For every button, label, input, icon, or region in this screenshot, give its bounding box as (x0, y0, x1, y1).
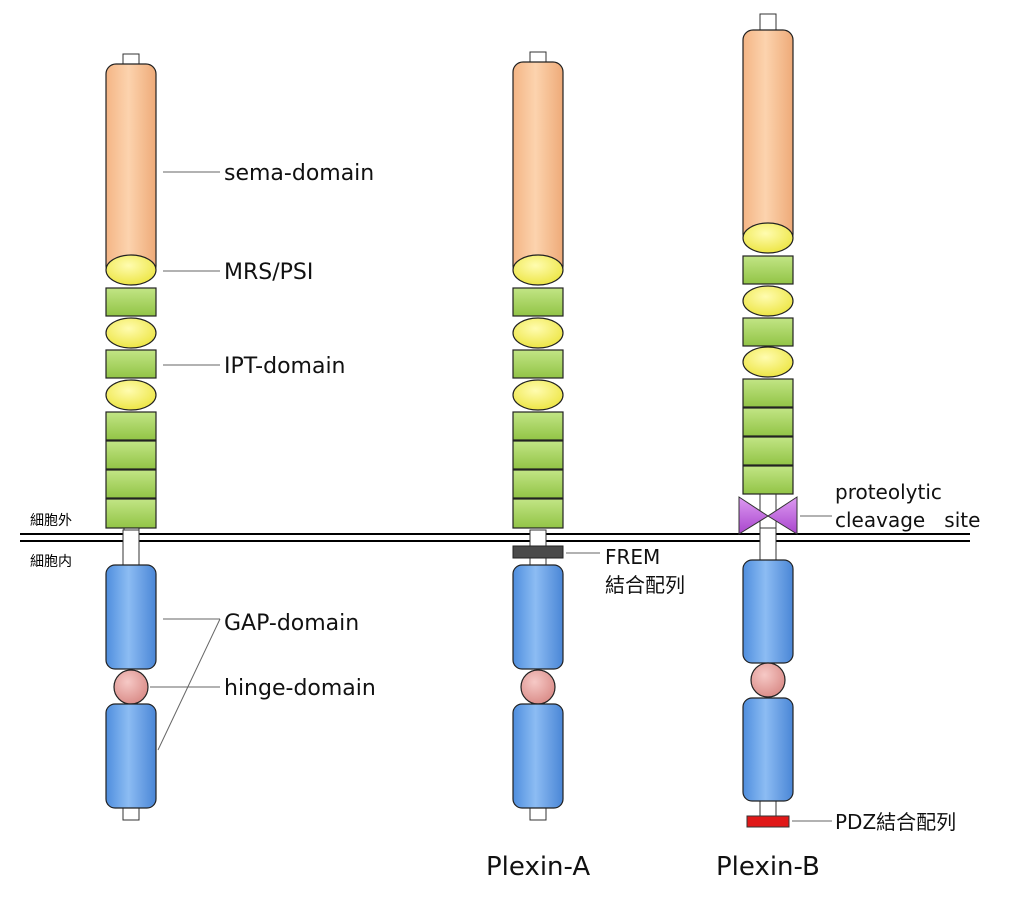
ipt-domain (512, 498, 564, 529)
ipt-domain (512, 349, 564, 379)
mrs-psi-domain (742, 222, 794, 254)
plexin-a-title: Plexin-A (486, 852, 590, 882)
generic-plexin (105, 53, 157, 821)
ipt-domain (105, 411, 157, 441)
ipt-domain (742, 407, 794, 437)
sema-domain (512, 61, 564, 277)
n-terminal-stub (759, 13, 777, 32)
hinge-domain (520, 669, 556, 705)
intracellular-label: 細胞内 (30, 554, 72, 570)
c-terminal-stub (759, 799, 777, 819)
proteolytic-label-line1: proteolytic (835, 480, 942, 504)
hinge-domain-label: hinge-domain (224, 676, 376, 701)
ipt-domain (105, 469, 157, 499)
plexin-b (738, 13, 798, 828)
ipt-domain (105, 287, 157, 317)
gap-domain (105, 564, 157, 670)
mrs-psi-domain (105, 379, 157, 411)
mrs-psi-domain (105, 254, 157, 286)
gap-domain (742, 559, 794, 664)
ipt-domain (512, 287, 564, 317)
sema-domain-label: sema-domain (224, 161, 374, 186)
extracellular-label: 細胞外 (30, 513, 72, 529)
plexin-b-title: Plexin-B (716, 852, 820, 882)
sema-domain (742, 29, 794, 245)
mrs-psi-domain (742, 346, 794, 378)
ipt-domain (512, 440, 564, 470)
frem-binding-motif (512, 545, 564, 559)
frem-label-line1: FREM (605, 545, 660, 569)
gap-domain-label: GAP-domain (224, 611, 359, 636)
gap-domain (512, 703, 564, 809)
sema-domain (105, 63, 157, 277)
ipt-domain (742, 465, 794, 495)
cleavage-site-right-triangle (767, 496, 798, 535)
ipt-domain (105, 349, 157, 379)
mrs-psi-domain (512, 317, 564, 349)
hinge-domain (113, 669, 149, 705)
hinge-domain (750, 662, 786, 698)
cell-membrane (20, 533, 970, 542)
ipt-domain (742, 436, 794, 466)
gap-domain (105, 703, 157, 809)
proteolytic-label-line2: cleavage site (835, 508, 980, 532)
ipt-domain (742, 255, 794, 285)
callout-lines (150, 171, 221, 751)
frem-label-line2: 結合配列 (605, 573, 685, 597)
mrs-psi-domain (512, 254, 564, 286)
ipt-domain (512, 411, 564, 441)
gap-domain (512, 564, 564, 670)
ipt-domain (742, 378, 794, 408)
ipt-domain (105, 440, 157, 470)
mrs-psi-domain (742, 285, 794, 317)
ipt-domain (512, 469, 564, 499)
mrs-psi-domain (105, 317, 157, 349)
ipt-domain (742, 317, 794, 347)
plexin-a (512, 51, 564, 821)
pdz-binding-motif (746, 815, 790, 828)
mrs-psi-label: MRS/PSI (224, 260, 313, 285)
ipt-domain-label: IPT-domain (224, 354, 346, 379)
mrs-psi-domain (512, 379, 564, 411)
gap-domain (742, 697, 794, 802)
cleavage-site-left-triangle (738, 496, 769, 535)
ipt-domain (105, 498, 157, 529)
pdz-label: PDZ結合配列 (835, 810, 956, 834)
